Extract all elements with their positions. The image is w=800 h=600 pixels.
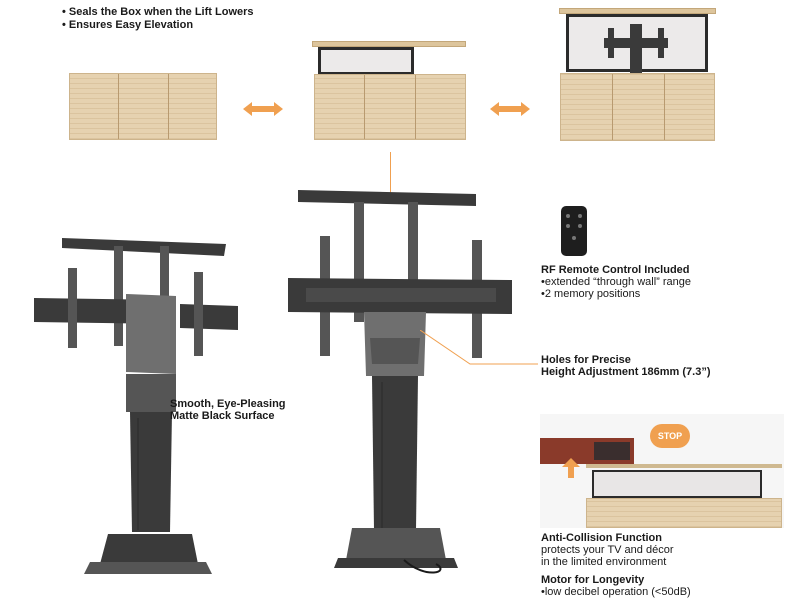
- feature-anticollision: Anti-Collision Function protects your TV…: [541, 532, 673, 568]
- tv-lift-stand-right-image: [288, 190, 512, 574]
- cabinet-half-open-image: [314, 74, 466, 140]
- double-arrow-icon: [490, 102, 530, 116]
- feature-motor: Motor for Longevity low decibel operatio…: [541, 574, 691, 598]
- tv-mount-bracket: [604, 24, 668, 74]
- feature-anticollision-text-2: in the limited environment: [541, 556, 667, 568]
- feature-anticollision-title: Anti-Collision Function: [541, 532, 662, 544]
- feature-remote-bullet-2: 2 memory positions: [541, 288, 691, 300]
- stop-badge: STOP: [650, 424, 690, 448]
- cabinet-closed-image: [69, 73, 217, 140]
- cabinet-lid-top: [559, 8, 716, 14]
- feature-holes: Holes for Precise Height Adjustment 186m…: [541, 354, 711, 378]
- feature-holes-title-2: Height Adjustment 186mm (7.3”): [541, 366, 711, 378]
- feature-motor-bullet-1: low decibel operation (<50dB): [541, 586, 691, 598]
- cabinet-open-image: [560, 73, 715, 141]
- feature-surface: Smooth, Eye-Pleasing Matte Black Surface: [170, 398, 286, 422]
- feature-surface-title-1: Smooth, Eye-Pleasing: [170, 398, 286, 410]
- feature-anticollision-text-1: protects your TV and décor: [541, 544, 674, 556]
- leader-line: [390, 152, 391, 196]
- feature-remote: RF Remote Control Included extended “thr…: [541, 264, 691, 300]
- feature-seals-box: Seals the Box when the Lift Lowers: [62, 6, 254, 19]
- feature-surface-title-2: Matte Black Surface: [170, 410, 275, 422]
- remote-control-image: [561, 206, 587, 256]
- top-feature-list: Seals the Box when the Lift Lowers Ensur…: [62, 6, 254, 32]
- feature-motor-title: Motor for Longevity: [541, 574, 645, 586]
- feature-easy-elevation: Ensures Easy Elevation: [62, 19, 254, 32]
- cabinet-lid-raised: [312, 41, 466, 47]
- feature-remote-bullet-1: extended “through wall” range: [541, 276, 691, 288]
- feature-remote-title: RF Remote Control Included: [541, 264, 690, 276]
- tv-rising-image: [318, 47, 414, 75]
- tv-lift-stand-left-image: [34, 238, 238, 574]
- double-arrow-icon: [243, 102, 283, 116]
- holes-leader-line: [420, 330, 538, 365]
- feature-holes-title-1: Holes for Precise: [541, 354, 631, 366]
